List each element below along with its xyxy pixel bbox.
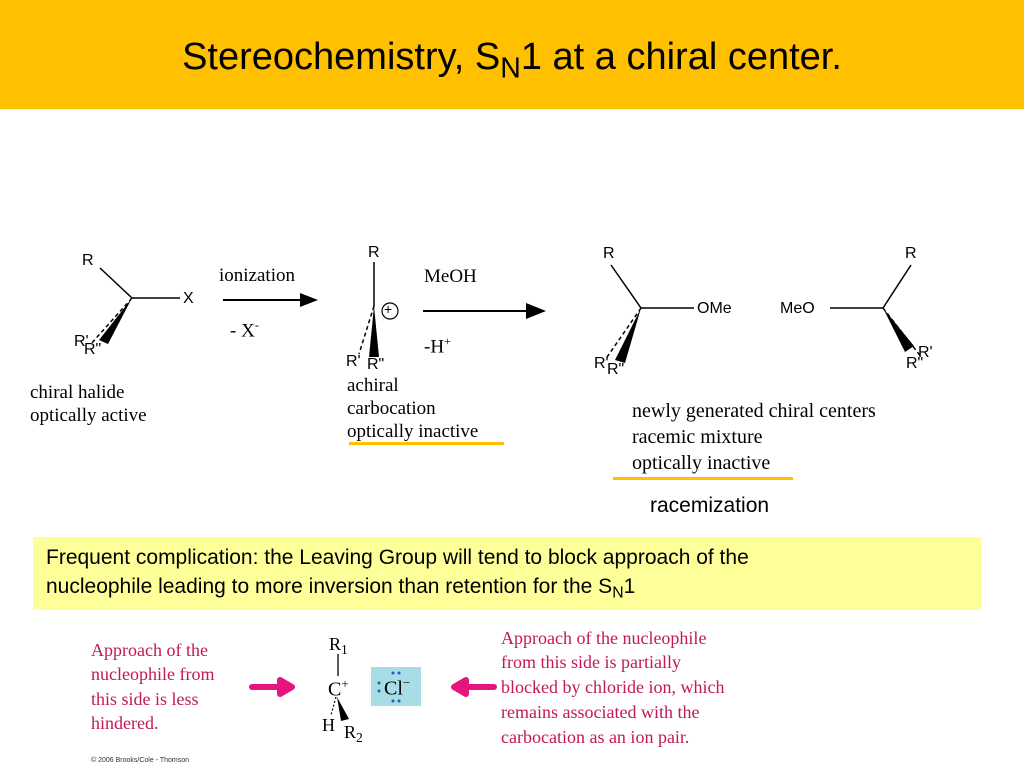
left-approach-line3: this side is less (91, 689, 199, 709)
product1-r-prime-label: R' (594, 355, 609, 372)
racemization-label: racemization (650, 494, 770, 517)
chloride-label: Cl− (384, 675, 411, 700)
left-approach-line4: hindered. (91, 713, 159, 733)
product2-r-label: R (905, 245, 917, 262)
ionization-label: ionization (219, 265, 295, 286)
right-approach-line1: Approach of the nucleophile (501, 628, 707, 648)
halide-x-label: X (183, 290, 194, 307)
title-bar (0, 0, 1024, 109)
carbocation-caption-line1: achiral (347, 375, 399, 396)
right-approach-line3: blocked by chloride ion, which (501, 677, 725, 697)
proton-loss-label: -H+ (424, 334, 451, 358)
note-line1: Frequent complication: the Leaving Group… (46, 546, 749, 569)
carbocation-r-label: R (368, 244, 380, 261)
product2-meo-label: MeO (780, 300, 815, 317)
left-approach-line1: Approach of the (91, 640, 208, 660)
leaving-group-label: - X- (230, 318, 259, 342)
product2-r-dprime-label: R" (906, 355, 924, 372)
products-caption-line3: optically inactive (632, 452, 771, 474)
halide-caption-line1: chiral halide (30, 382, 125, 403)
carbocation-charge: + (384, 301, 393, 317)
carbocation-structure (358, 262, 399, 357)
carbocation-caption-line3: optically inactive (347, 421, 479, 442)
copyright-text: © 2006 Brooks/Cole - Thomson (91, 757, 190, 764)
carbocation-underline (349, 442, 504, 445)
halide-r-label: R (82, 252, 94, 269)
carbocation-caption-line2: carbocation (347, 398, 436, 419)
right-approach-line2: from this side is partially (501, 652, 681, 672)
complication-note: Frequent complication: the Leaving Group… (33, 537, 981, 610)
products-caption-line1: newly generated chiral centers (632, 400, 876, 422)
product1-r-dprime-label: R" (607, 361, 625, 378)
slide-title: Stereochemistry, SN1 at a chiral center. (182, 36, 842, 85)
carbocation-carbon: C+ (328, 676, 349, 701)
product1-r-label: R (603, 245, 615, 262)
product-two-structure (830, 264, 923, 359)
right-pink-arrow (451, 677, 497, 697)
left-pink-arrow (249, 677, 295, 697)
methanol-label: MeOH (424, 266, 477, 287)
right-approach-line5: carbocation as an ion pair. (501, 727, 690, 747)
product-one-structure (604, 264, 694, 363)
chiral-halide-structure (89, 267, 180, 346)
halide-caption-line2: optically active (30, 405, 147, 426)
halide-r-dprime-label: R" (84, 341, 102, 358)
carbocation-r-dprime-label: R" (367, 356, 385, 373)
left-approach-line2: nucleophile from (91, 664, 215, 684)
halide-r-prime-label: R' (74, 333, 89, 350)
product1-ome-label: OMe (697, 300, 732, 317)
right-approach-line4: remains associated with the (501, 702, 700, 722)
ionization-arrow (223, 293, 318, 307)
r1-label: R1 (329, 634, 348, 658)
methanol-arrow (423, 303, 546, 319)
product2-r-prime-label: R' (918, 344, 933, 361)
r2-label: R2 (344, 722, 363, 746)
h-label: H (322, 715, 335, 735)
ion-pair-graphics (249, 654, 497, 721)
carbocation-r-prime-label: R' (346, 353, 361, 370)
note-line2: nucleophile leading to more inversion th… (46, 575, 636, 602)
chloride-box (371, 667, 421, 706)
products-caption-line2: racemic mixture (632, 426, 763, 448)
products-underline (613, 477, 793, 480)
